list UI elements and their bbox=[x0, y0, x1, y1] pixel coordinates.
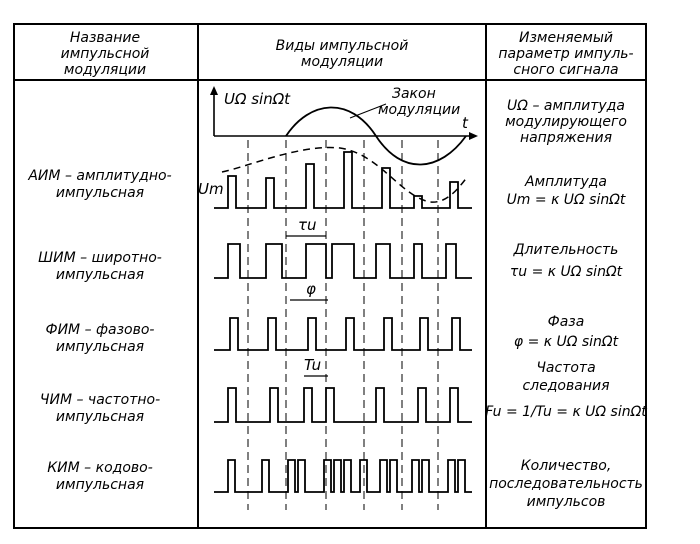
row-name-fim-line2: импульсная bbox=[56, 339, 144, 355]
param-kim-line2: последовательность bbox=[489, 476, 643, 492]
row-name-shim-line1: ШИМ – широтно- bbox=[38, 250, 162, 266]
param-chim-line2: следования bbox=[522, 378, 609, 394]
header-col2-line1: Виды импульсной bbox=[276, 38, 409, 54]
modulating-signal: UΩ sinΩt Закон модуляции t bbox=[210, 86, 478, 166]
row-names: АИМ – амплитудно- импульсная ШИМ – широт… bbox=[27, 168, 171, 493]
pulse-trains bbox=[214, 151, 472, 493]
signal-note-line1: UΩ – амплитуда bbox=[507, 98, 625, 114]
row-name-aim-line1: АИМ – амплитудно- bbox=[27, 168, 171, 184]
marker-period: Tu bbox=[304, 356, 328, 377]
law-label-line1: Закон bbox=[392, 86, 436, 102]
param-kim-line1: Количество, bbox=[521, 458, 612, 474]
header-col2-line2: модуляции bbox=[301, 54, 383, 70]
param-fim-line2: φ = κ UΩ sinΩt bbox=[514, 334, 619, 350]
signal-y-arrow bbox=[210, 86, 218, 95]
param-kim-line3: импульсов bbox=[527, 494, 606, 510]
marker-phi: φ bbox=[290, 280, 328, 301]
param-fim-line1: Фаза bbox=[548, 314, 585, 330]
row-name-fim-line1: ФИМ – фазово- bbox=[46, 322, 155, 338]
row-name-kim-line2: импульсная bbox=[56, 477, 144, 493]
aim-amplitude-envelope bbox=[221, 146, 469, 203]
sampling-guides bbox=[247, 140, 439, 510]
marker-um: Um bbox=[198, 180, 224, 198]
modulating-sine-curve bbox=[285, 106, 467, 166]
kim-pulse-train bbox=[214, 459, 472, 493]
row-name-aim-line2: импульсная bbox=[56, 185, 144, 201]
signal-label: UΩ sinΩt bbox=[224, 90, 291, 108]
marker-tau: τu bbox=[286, 216, 326, 237]
header-col3-line2: параметр импуль- bbox=[498, 46, 633, 62]
header-col3: Изменяемый параметр импуль- сного сигнал… bbox=[498, 30, 633, 78]
param-chim-line3: Fu = 1/Tu = κ UΩ sinΩt bbox=[485, 404, 647, 420]
header-col3-line1: Изменяемый bbox=[519, 30, 613, 46]
signal-param-note: UΩ – амплитуда модулирующего напряжения bbox=[505, 98, 627, 146]
header-col2: Виды импульсной модуляции bbox=[276, 38, 409, 70]
header-col1-line1: Название bbox=[70, 30, 140, 46]
shim-pulse-train bbox=[214, 243, 472, 279]
row-name-shim-line2: импульсная bbox=[56, 267, 144, 283]
row-params: Амплитуда Um = κ UΩ sinΩt Длительность τ… bbox=[485, 174, 647, 510]
law-pointer bbox=[349, 103, 387, 119]
fim-pulse-train bbox=[214, 317, 472, 351]
signal-note-line2: модулирующего bbox=[505, 114, 627, 130]
param-aim-line2: Um = κ UΩ sinΩt bbox=[507, 192, 626, 208]
signal-note-line3: напряжения bbox=[520, 130, 612, 146]
table-frame bbox=[13, 23, 647, 529]
chim-pulse-train bbox=[214, 387, 472, 423]
law-label-line2: модуляции bbox=[378, 102, 460, 118]
header-col1-line3: модуляции bbox=[64, 62, 146, 78]
param-aim-line1: Амплитуда bbox=[524, 174, 607, 190]
marker-period-label: Tu bbox=[304, 356, 321, 374]
header-col1-line2: импульсной bbox=[61, 46, 150, 62]
t-axis-label: t bbox=[462, 114, 469, 132]
header-col3-line3: сного сигнала bbox=[513, 62, 618, 78]
row-name-chim-line1: ЧИМ – частотно- bbox=[40, 392, 160, 408]
aim-pulse-train bbox=[214, 151, 472, 209]
marker-phi-label: φ bbox=[306, 280, 316, 298]
param-shim-line2: τu = κ UΩ sinΩt bbox=[510, 264, 623, 280]
marker-tau-label: τu bbox=[298, 216, 317, 234]
header-col1: Название импульсной модуляции bbox=[61, 30, 150, 78]
signal-t-arrow bbox=[469, 132, 478, 140]
param-shim-line1: Длительность bbox=[513, 242, 619, 258]
param-chim-line1: Частота bbox=[536, 360, 595, 376]
row-name-kim-line1: КИМ – кодово- bbox=[47, 460, 153, 476]
row-name-chim-line2: импульсная bbox=[56, 409, 144, 425]
